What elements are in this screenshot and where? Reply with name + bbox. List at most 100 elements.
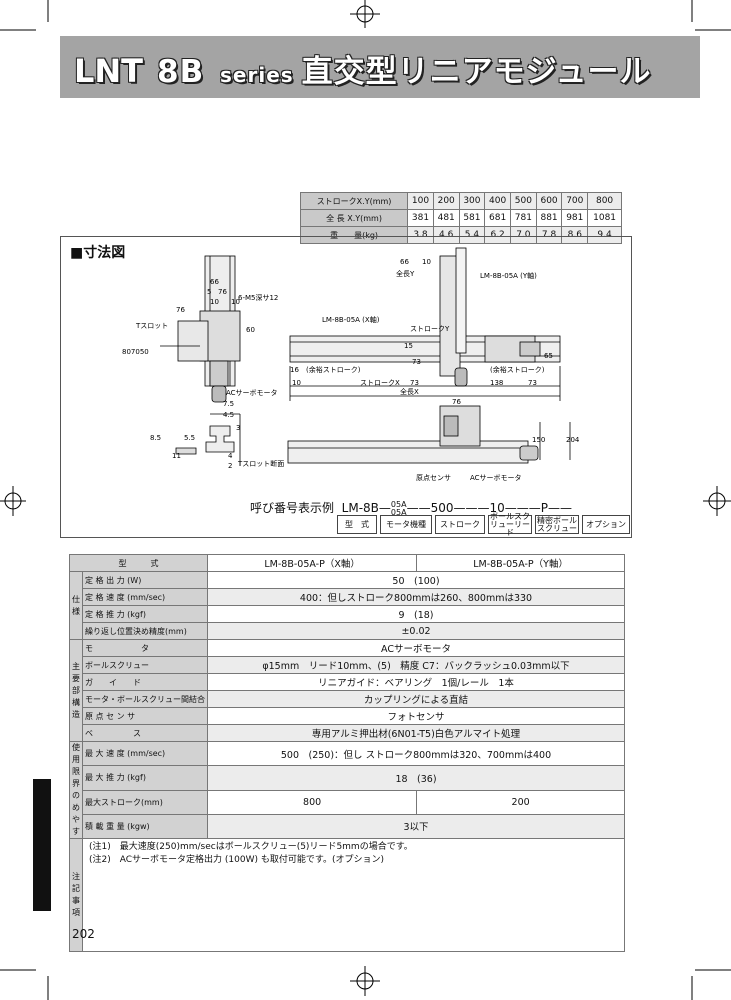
spec-row-label: モ タ [82, 639, 208, 657]
stroke-table-cell: 6.2 [484, 226, 511, 244]
model-code-stroke: 500 [430, 501, 454, 515]
spec-row-value: 50 (100) [207, 571, 625, 589]
origin-sensor-label: 原点センサ [416, 474, 451, 482]
screw-label: 6-M5深サ12 [238, 293, 278, 302]
dim-76c: 76 [452, 398, 461, 406]
stroke-table-cell: 800 [587, 192, 622, 210]
corner-mark-tl [0, 0, 49, 31]
model-code-lead: 10 [489, 501, 505, 515]
brand-logo: LNT [74, 52, 143, 90]
spec-row-label: ガ イ ド [82, 673, 208, 691]
corner-mark-tr [691, 0, 731, 31]
spec-header-y: LM-8B-05A-P（Y軸） [416, 554, 625, 572]
corner-mark-br [691, 969, 731, 1000]
stroke-table-cell: 581 [458, 209, 486, 227]
model-code-label: 呼び番号表示例 [250, 501, 335, 515]
stroke-table-cell: 400 [484, 192, 511, 210]
stroke-table-cell: 1081 [587, 209, 622, 227]
stroke-y-label: ストロークY [410, 325, 450, 333]
stroke-table-row-label: 重 量(kg) [299, 226, 409, 244]
spec-row-value-y: 200 [416, 789, 625, 815]
stroke-table-cell: 881 [535, 209, 563, 227]
dim-10b: 10 [231, 298, 240, 306]
stroke-table-cell: 700 [561, 192, 589, 210]
stroke-table-cell: 681 [484, 209, 511, 227]
dim-3: 3 [236, 424, 240, 432]
spec-row-value: 3以下 [207, 813, 625, 840]
spec-row-label: 最大ストローク(mm) [82, 789, 208, 815]
dim-10d: 10 [422, 258, 431, 266]
spec-row-label: ボールスクリュー [82, 656, 208, 674]
page-number: 202 [72, 927, 95, 941]
spec-notes-row: 注記事項(注1) 最大速度(250)mm/secはボールスクリュー(5)リード5… [69, 838, 625, 952]
spec-table-row: 仕様定 格 出 力 (W)50 (100) [69, 571, 625, 640]
spec-group-label: 仕様 [69, 571, 83, 640]
spec-table-row: モータ・ボールスクリュー間結合カップリングによる直結 [70, 690, 625, 708]
spec-header-label: 型 式 [69, 554, 208, 572]
dim-138: 138 [490, 379, 503, 387]
dim-150: 150 [532, 436, 545, 444]
spec-row-value: カップリングによる直結 [207, 690, 625, 708]
registration-mark-bottom [350, 966, 380, 996]
spec-row-value: フォトセンサ [207, 707, 625, 725]
spec-row-label: モータ・ボールスクリュー間結合 [82, 690, 208, 708]
dim-76a: 76 [218, 288, 227, 296]
stroke-table-cell: 481 [432, 209, 460, 227]
model-code-cells: 型 式モータ機種ストロークボールスク リューリード精密ボール スクリューオプショ… [337, 512, 633, 536]
dim-2: 2 [228, 462, 232, 470]
dim-10c: 10 [292, 379, 301, 387]
dim-5a: 5 [207, 288, 211, 296]
spec-row-label: ベ ス [82, 724, 208, 742]
registration-mark-left [0, 486, 26, 516]
spec-row-label: 原 点 セ ン サ [82, 707, 208, 725]
total-y-label: 全長Y [396, 269, 415, 278]
stroke-table-cell: 8.6 [561, 226, 589, 244]
stroke-table-cell: 200 [432, 192, 460, 210]
spec-group-label: 使用限界のめやす [69, 741, 83, 839]
registration-mark-top [350, 0, 380, 28]
y-axis-label: LM-8B-05A (Y軸) [480, 271, 537, 280]
dim-73a: 73 [410, 379, 419, 387]
stroke-table-cell: 3.8 [407, 226, 434, 244]
dim-807050: 807050 [122, 348, 149, 356]
model-code-cell: オプション [582, 515, 630, 534]
model-code-cell: ストローク [435, 515, 485, 534]
dim-5-5: 5.5 [184, 434, 195, 442]
stroke-table-cell: 600 [535, 192, 563, 210]
model-code-cell: 精密ボール スクリュー [535, 515, 579, 534]
notes-cell: (注1) 最大速度(250)mm/secはボールスクリュー(5)リード5mmの場… [82, 838, 625, 952]
side-view [287, 405, 571, 464]
tslot-section [175, 413, 241, 466]
spec-row-label: 最 大 速 度 (mm/sec) [82, 740, 208, 767]
spec-row-value: 9 (18) [207, 605, 625, 623]
rail-stroke-label-2: (余裕ストローク) [490, 365, 545, 374]
note-1: (注1) 最大速度(250)mm/secはボールスクリュー(5)リード5mmの場… [89, 842, 413, 852]
spec-table-row: 使用限界のめやす最 大 速 度 (mm/sec)500 (250)：但し ストロ… [69, 740, 625, 839]
model-code-opt-top: 05A [390, 499, 407, 509]
spec-row-value: ±0.02 [207, 622, 625, 640]
dim-10a: 10 [210, 298, 219, 306]
front-view [160, 255, 241, 403]
model-code-cell: モータ機種 [380, 515, 432, 534]
model-code-prefix: LM-8B [341, 501, 379, 515]
dim-11: 11 [172, 452, 181, 460]
spec-table-row: 最 大 推 力 (kgf)18 (36) [70, 765, 625, 791]
x-axis-module [289, 247, 561, 401]
dim-15: 15 [404, 342, 413, 350]
dimension-drawing: 66 5 76 10 10 76 6-M5深サ12 60 807050 Tスロッ… [122, 247, 580, 482]
model-name: 8B [157, 54, 205, 90]
spec-row-label: 定 格 出 力 (W) [82, 571, 208, 589]
spec-row-label: 定 格 推 力 (kgf) [82, 605, 208, 623]
spec-table-row: 定 格 推 力 (kgf)9 (18) [70, 605, 625, 623]
spec-row-label: 定 格 速 度 (mm/sec) [82, 588, 208, 606]
stroke-table-cell: 981 [561, 209, 589, 227]
